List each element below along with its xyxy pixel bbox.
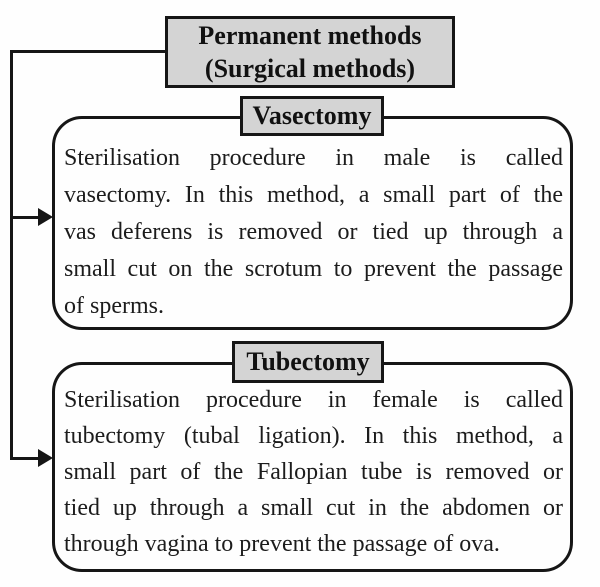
tubectomy-description: Sterilisation procedure in female is cal… [64,382,563,562]
text-line: small part of the Fallopian tube is remo… [64,459,563,485]
text-line: tubectomy (tubal ligation). In this meth… [64,423,563,449]
text-line: Sterilisation procedure in female is cal… [64,387,563,413]
tubectomy-label: Tubectomy [232,341,384,383]
text-line: vasectomy. In this method, a small part … [64,182,563,208]
connector-vasectomy-branch-line [10,216,42,219]
vasectomy-card: Sterilisation procedure in male is calle… [52,116,573,330]
connector-tubectomy-branch-line [10,457,42,460]
text-line: vas deferens is removed or tied up throu… [64,219,563,245]
tubectomy-card: Sterilisation procedure in female is cal… [52,362,573,572]
tubectomy-arrowhead-icon [38,449,53,467]
title-line-1: Permanent methods [198,21,422,50]
vasectomy-description: Sterilisation procedure in male is calle… [64,140,563,325]
text-line: small cut on the scrotum to prevent the … [64,256,563,282]
text-line: through vagina to prevent the passage of… [64,531,500,557]
title-line-2: (Surgical methods) [204,54,416,83]
connector-title-branch-line [10,50,166,53]
title-box: Permanent methods (Surgical methods) [165,16,455,88]
text-line: of sperms. [64,293,164,319]
vasectomy-arrowhead-icon [38,208,53,226]
vasectomy-label: Vasectomy [240,96,384,136]
text-line: tied up through a small cut in the abdom… [64,495,563,521]
connector-vertical-line [10,50,13,460]
text-line: Sterilisation procedure in male is calle… [64,145,563,171]
